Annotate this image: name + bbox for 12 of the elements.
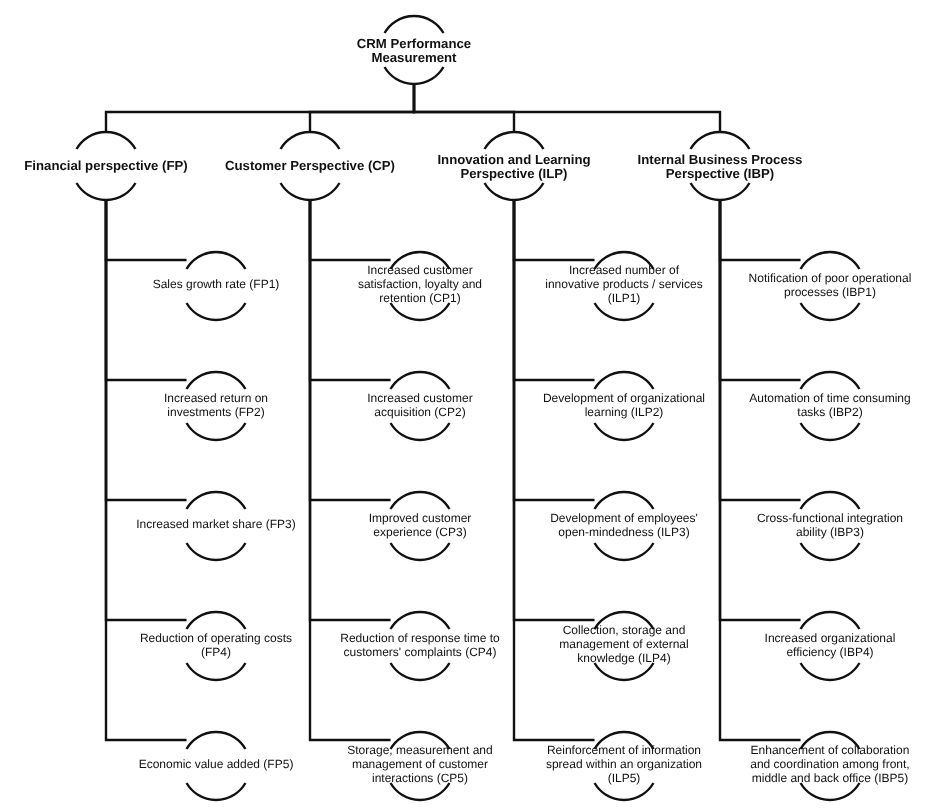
- circle-node: [746, 732, 914, 802]
- circle-node: [540, 372, 708, 442]
- circle-node: [132, 492, 300, 562]
- circle-node: [746, 252, 914, 322]
- circle-node: [540, 252, 708, 322]
- circle-node: [336, 612, 504, 682]
- connector-line: [308, 200, 391, 742]
- connector-line: [104, 200, 187, 742]
- connector-line: [412, 84, 722, 132]
- connector-line: [512, 200, 595, 742]
- circle-node: [746, 372, 914, 442]
- connector-line: [718, 200, 801, 742]
